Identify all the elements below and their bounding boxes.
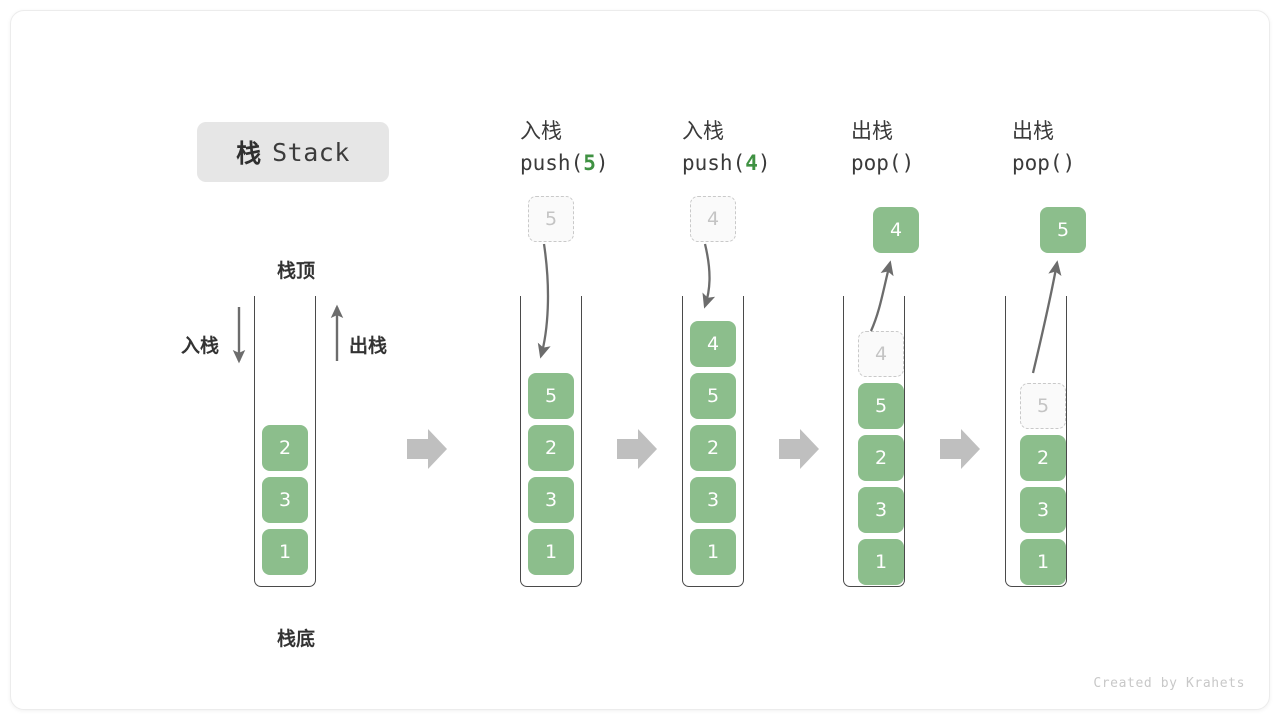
stack-cell: 3	[858, 487, 904, 533]
stack-cell: 2	[690, 425, 736, 471]
separator-arrow-icon	[940, 429, 980, 469]
separator-arrow-icon	[407, 429, 447, 469]
stack-cell: 5	[690, 373, 736, 419]
step-header-code: push(5)	[520, 151, 609, 175]
step-header-cn: 出栈	[851, 119, 893, 143]
popped-cell: 4	[873, 207, 919, 253]
vacated-ghost-cell: 5	[1020, 383, 1066, 429]
push-arg: 5	[583, 151, 596, 175]
vacated-ghost-cell: 4	[858, 331, 904, 377]
separator-arrow-icon	[617, 429, 657, 469]
push-direction-label: 入栈	[181, 335, 220, 357]
push-arg: 4	[745, 151, 758, 175]
stack-bottom-label: 栈底	[276, 628, 315, 650]
stack-container-pop-5	[1005, 296, 1067, 587]
step-header-cn: 入栈	[682, 119, 724, 143]
title-cn: 栈	[236, 139, 262, 168]
stack-cell: 2	[1020, 435, 1066, 481]
stack-cell: 2	[528, 425, 574, 471]
step-header-push-5: 入栈 push(5)	[520, 115, 680, 179]
pop-direction-label: 出栈	[349, 335, 388, 357]
step-header-code: pop()	[1012, 151, 1076, 175]
step-header-code: push(4)	[682, 151, 771, 175]
stack-cell: 1	[528, 529, 574, 575]
incoming-ghost-cell: 5	[528, 196, 574, 242]
stack-cell: 1	[690, 529, 736, 575]
stack-cell: 3	[1020, 487, 1066, 533]
stack-cell: 1	[858, 539, 904, 585]
incoming-ghost-cell: 4	[690, 196, 736, 242]
stack-container-push-4	[682, 296, 744, 587]
title-en: Stack	[272, 137, 350, 167]
stack-container-push-5	[520, 296, 582, 587]
stack-cell: 4	[690, 321, 736, 367]
stack-cell: 1	[1020, 539, 1066, 585]
diagram-card: 栈 Stack 栈顶 栈底 入栈 出栈 入栈 push(5) 入栈 push(4…	[10, 10, 1270, 710]
diagram-title: 栈 Stack	[197, 122, 389, 182]
stack-cell: 3	[690, 477, 736, 523]
step-header-code: pop()	[851, 151, 915, 175]
step-header-cn: 出栈	[1012, 119, 1054, 143]
step-header-pop-5: 出栈 pop()	[1012, 115, 1172, 179]
stack-cell: 3	[262, 477, 308, 523]
step-header-cn: 入栈	[520, 119, 562, 143]
stack-cell: 3	[528, 477, 574, 523]
stack-cell: 2	[858, 435, 904, 481]
stack-top-label: 栈顶	[276, 260, 315, 282]
stack-cell: 2	[262, 425, 308, 471]
credit-text: Created by Krahets	[1093, 676, 1245, 691]
stack-cell: 5	[858, 383, 904, 429]
stack-container-pop-4	[843, 296, 905, 587]
popped-cell: 5	[1040, 207, 1086, 253]
stack-cell: 5	[528, 373, 574, 419]
step-header-pop-4: 出栈 pop()	[851, 115, 1011, 179]
separator-arrow-icon	[779, 429, 819, 469]
step-header-push-4: 入栈 push(4)	[682, 115, 842, 179]
stack-cell: 1	[262, 529, 308, 575]
stack-container-initial	[254, 296, 316, 587]
